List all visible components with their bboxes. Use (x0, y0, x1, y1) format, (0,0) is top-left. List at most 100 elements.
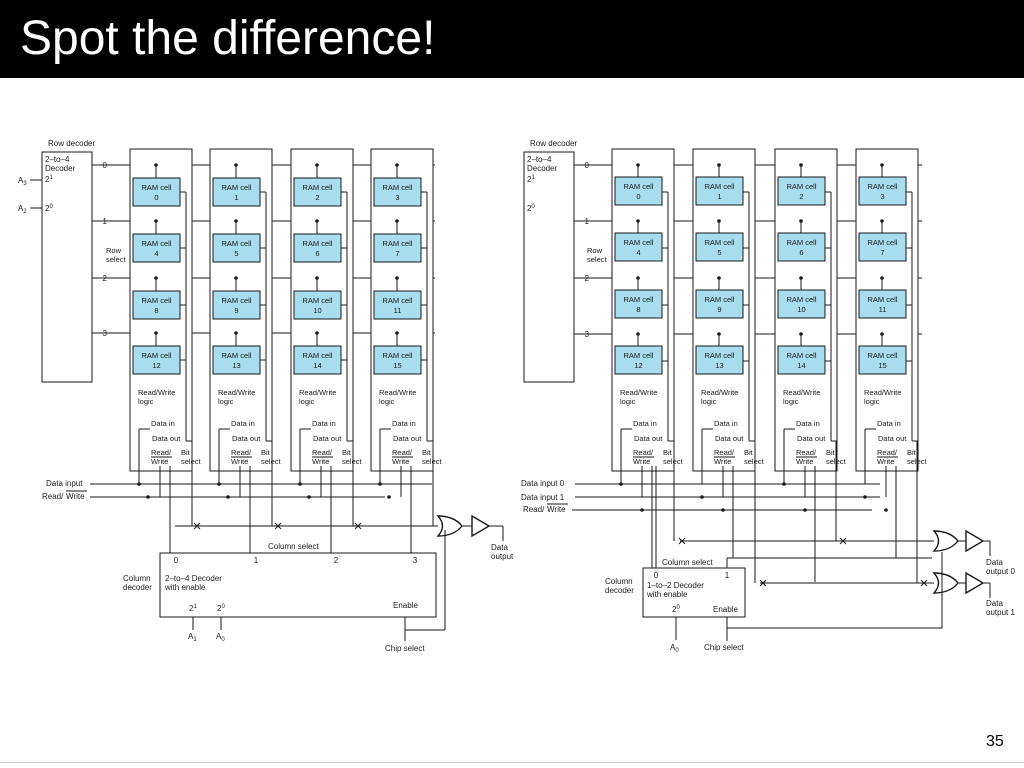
ram-cell-label: RAM cell (141, 296, 171, 305)
junction-dot (137, 482, 141, 486)
address-input-a0: A0 (670, 643, 679, 654)
ram-cell-label: RAM cell (867, 351, 897, 360)
column-pin: 20 (672, 605, 680, 614)
ram-cell-box (695, 176, 744, 206)
data-output-0-label: output 0 (986, 567, 1015, 576)
ram-cell-number: 2 (315, 193, 319, 202)
bit-select-label: select (261, 457, 282, 466)
column-select-label: Column select (662, 558, 713, 567)
rw-logic-label: Read/Write (864, 388, 901, 397)
read-write-bar-label: Write (66, 492, 85, 501)
ram-cell-number: 3 (395, 193, 399, 202)
rw-logic-label: Read/Write (379, 388, 416, 397)
bottom-rule (0, 762, 1024, 763)
bit-select-label: select (342, 457, 363, 466)
read-label: Read/ (231, 448, 252, 457)
ram-cell-label: RAM cell (867, 295, 897, 304)
data-output-1-label: output 1 (986, 608, 1015, 617)
ram-cell-number: 15 (393, 361, 401, 370)
tri-state-buffer (471, 514, 491, 538)
ram-cell-box (777, 176, 826, 206)
ram-cell-box (132, 345, 181, 375)
read-label: Read/ (877, 448, 898, 457)
ram-cell-label: RAM cell (382, 351, 412, 360)
ram-cell-number: 11 (879, 305, 887, 314)
ram-cell-label: RAM cell (221, 183, 251, 192)
junction-dot (640, 508, 644, 512)
column-pin: 21 (189, 604, 197, 613)
data-out-label: Data out (715, 434, 744, 443)
junction-dot (298, 482, 302, 486)
ram-cell-label: RAM cell (623, 238, 653, 247)
column-decoder-label: Column (123, 574, 151, 583)
column-number: 1 (254, 556, 259, 565)
write-label: Write (151, 457, 168, 466)
column-decoder-label: decoder (123, 583, 152, 592)
decoder-type-line1: 2–to–4 (45, 155, 70, 164)
junction-dot (307, 495, 311, 499)
ram-cell-box (777, 345, 826, 375)
decoder-pin-lsb: 20 (45, 204, 53, 213)
row-select-label: Row (587, 246, 603, 255)
data-in-label: Data in (633, 419, 657, 428)
ram-cell-box (858, 232, 907, 262)
ram-cell-label: RAM cell (221, 351, 251, 360)
junction-dot (217, 482, 221, 486)
rw-logic-label: logic (864, 397, 880, 406)
or-gate (932, 572, 959, 594)
decoder-type-line2: Decoder (527, 164, 558, 173)
ram-cell-label: RAM cell (382, 296, 412, 305)
ram-cell-label: RAM cell (786, 295, 816, 304)
junction-dot (226, 495, 230, 499)
cross-mark (759, 579, 767, 587)
row-select-label: select (106, 255, 127, 264)
junction-dot (721, 508, 725, 512)
data-output-0-label: Data (986, 558, 1003, 567)
write-label: Write (231, 457, 248, 466)
column-decoder-desc: with enable (164, 583, 206, 592)
row-decoder-label: Row decoder (48, 139, 95, 148)
decoder-type-line1: 2–to–4 (527, 155, 552, 164)
data-in-label: Data in (796, 419, 820, 428)
data-in-label: Data in (714, 419, 738, 428)
junction-dot (803, 508, 807, 512)
data-out-label: Data out (152, 434, 181, 443)
data-in-label: Data in (151, 419, 175, 428)
ram-cell-label: RAM cell (704, 238, 734, 247)
ram-cell-number: 0 (154, 193, 158, 202)
bit-select-label: Bit (181, 448, 191, 457)
ram-cell-label: RAM cell (704, 295, 734, 304)
cross-mark (678, 537, 686, 545)
ram-cell-number: 5 (717, 248, 721, 257)
column-decoder-box (159, 552, 437, 618)
row-decoder-box (41, 151, 93, 383)
ram-cell-number: 0 (636, 192, 640, 201)
rw-logic-label: Read/Write (783, 388, 820, 397)
ram-cell-number: 1 (717, 192, 721, 201)
ram-cell-label: RAM cell (141, 239, 171, 248)
cross-mark (274, 522, 282, 530)
chip-select-label: Chip select (704, 643, 744, 652)
decoder-pin-lsb: 20 (527, 204, 535, 213)
